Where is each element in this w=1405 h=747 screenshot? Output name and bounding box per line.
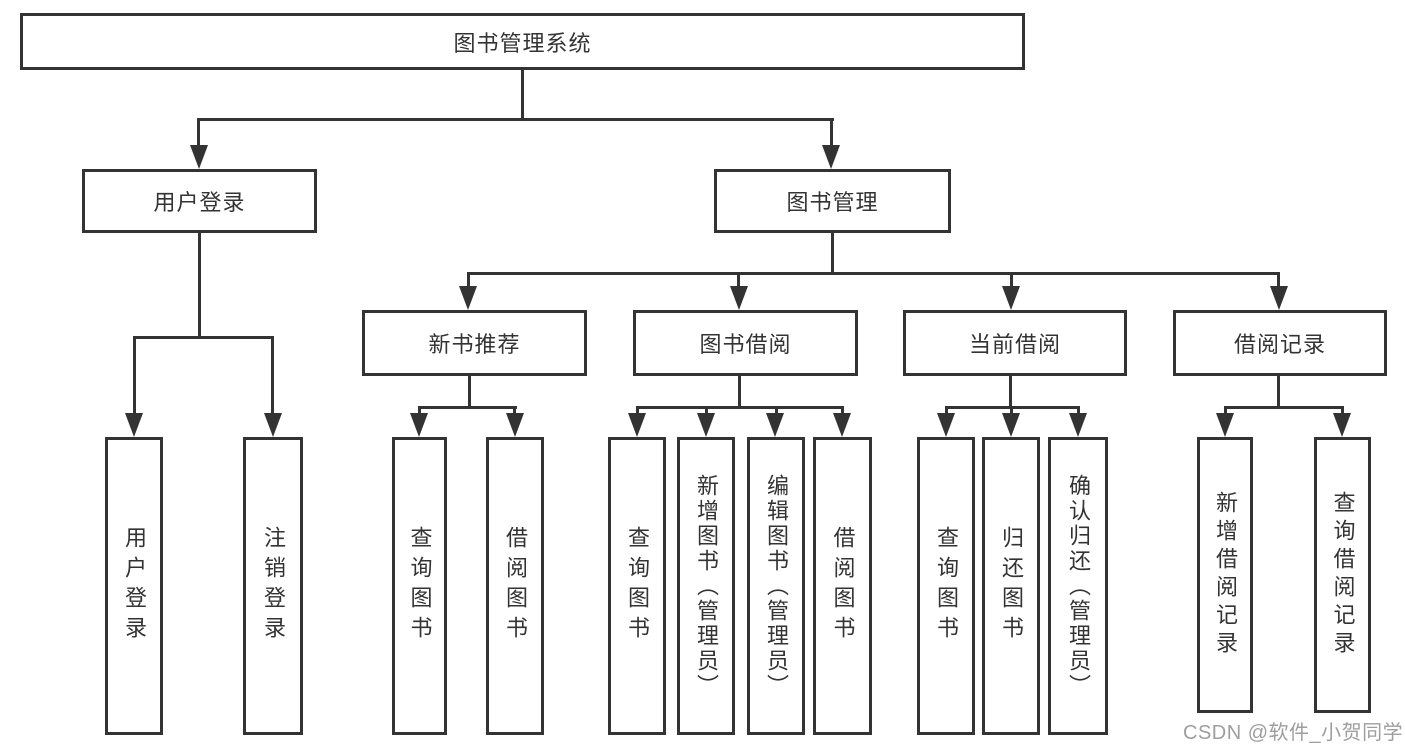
leaf-borrow-books: 借阅图书	[813, 437, 872, 735]
arrow-down-icon	[1069, 413, 1087, 437]
connector-line	[198, 233, 201, 336]
connector-line	[197, 118, 200, 146]
connector-line	[1010, 272, 1013, 288]
arrow-down-icon	[125, 413, 143, 437]
node-user-login: 用户登录	[82, 169, 317, 233]
node-new-book-recommend: 新书推荐	[362, 310, 587, 376]
leaf-edit-books-admin: 编辑图书（管理员）	[747, 437, 805, 735]
arrow-down-icon	[766, 413, 784, 437]
connector-line	[513, 406, 516, 415]
connector-line	[467, 272, 470, 288]
leaf-user-login: 用户登录	[105, 437, 163, 735]
arrow-down-icon	[833, 413, 851, 437]
leaf-borrow-books-recommend: 借阅图书	[486, 437, 544, 735]
leaf-add-books-admin: 新增图书（管理员）	[677, 437, 735, 735]
connector-line	[705, 406, 708, 415]
connector-line	[271, 336, 274, 415]
connector-line	[1277, 272, 1280, 288]
connector-line	[775, 406, 778, 415]
connector-line	[521, 70, 524, 118]
leaf-logout: 注销登录	[243, 437, 303, 735]
node-current-borrowing: 当前借阅	[903, 310, 1127, 376]
connector-line	[1224, 406, 1344, 409]
arrow-down-icon	[264, 413, 282, 437]
connector-line	[1341, 406, 1344, 415]
node-book-borrowing: 图书借阅	[633, 310, 858, 376]
connector-line	[636, 406, 639, 415]
connector-line	[198, 118, 834, 121]
leaf-add-borrow-record: 新增借阅记录	[1197, 437, 1253, 713]
leaf-query-books-borrowing: 查询图书	[608, 437, 666, 735]
node-borrowing-records: 借阅记录	[1173, 310, 1387, 376]
arrow-down-icon	[937, 413, 955, 437]
node-library-management-system: 图书管理系统	[20, 13, 1025, 70]
arrow-down-icon	[506, 413, 524, 437]
arrow-down-icon	[628, 413, 646, 437]
leaf-query-books-recommend: 查询图书	[392, 437, 447, 735]
arrow-down-icon	[822, 145, 840, 169]
connector-line	[830, 118, 833, 146]
connector-line	[468, 376, 471, 406]
connector-line	[831, 233, 834, 272]
connector-line	[738, 376, 741, 406]
connector-line	[737, 272, 740, 288]
connector-line	[467, 272, 1280, 275]
connector-line	[418, 406, 517, 409]
connector-line	[133, 336, 274, 339]
watermark: CSDN @软件_小贺同学	[1183, 722, 1404, 744]
arrow-down-icon	[1216, 413, 1234, 437]
arrow-down-icon	[730, 286, 748, 310]
node-book-management: 图书管理	[714, 169, 951, 233]
arrow-down-icon	[1002, 413, 1020, 437]
arrow-down-icon	[459, 286, 477, 310]
leaf-query-books-current: 查询图书	[917, 437, 975, 735]
arrow-down-icon	[1333, 413, 1351, 437]
arrow-down-icon	[410, 413, 428, 437]
connector-line	[133, 336, 136, 415]
arrow-down-icon	[1002, 286, 1020, 310]
connector-line	[1010, 406, 1013, 415]
connector-line	[1077, 406, 1080, 415]
leaf-return-books: 归还图书	[982, 437, 1040, 735]
connector-line	[841, 406, 844, 415]
connector-line	[1277, 376, 1280, 406]
connector-line	[1224, 406, 1227, 415]
arrow-down-icon	[190, 145, 208, 169]
leaf-confirm-return-admin: 确认归还（管理员）	[1048, 437, 1108, 735]
arrow-down-icon	[1270, 286, 1288, 310]
arrow-down-icon	[697, 413, 715, 437]
connector-line	[418, 406, 421, 415]
connector-line	[945, 406, 948, 415]
connector-line	[1009, 376, 1012, 406]
leaf-query-borrow-record: 查询借阅记录	[1314, 437, 1371, 713]
connector-line	[636, 406, 843, 409]
